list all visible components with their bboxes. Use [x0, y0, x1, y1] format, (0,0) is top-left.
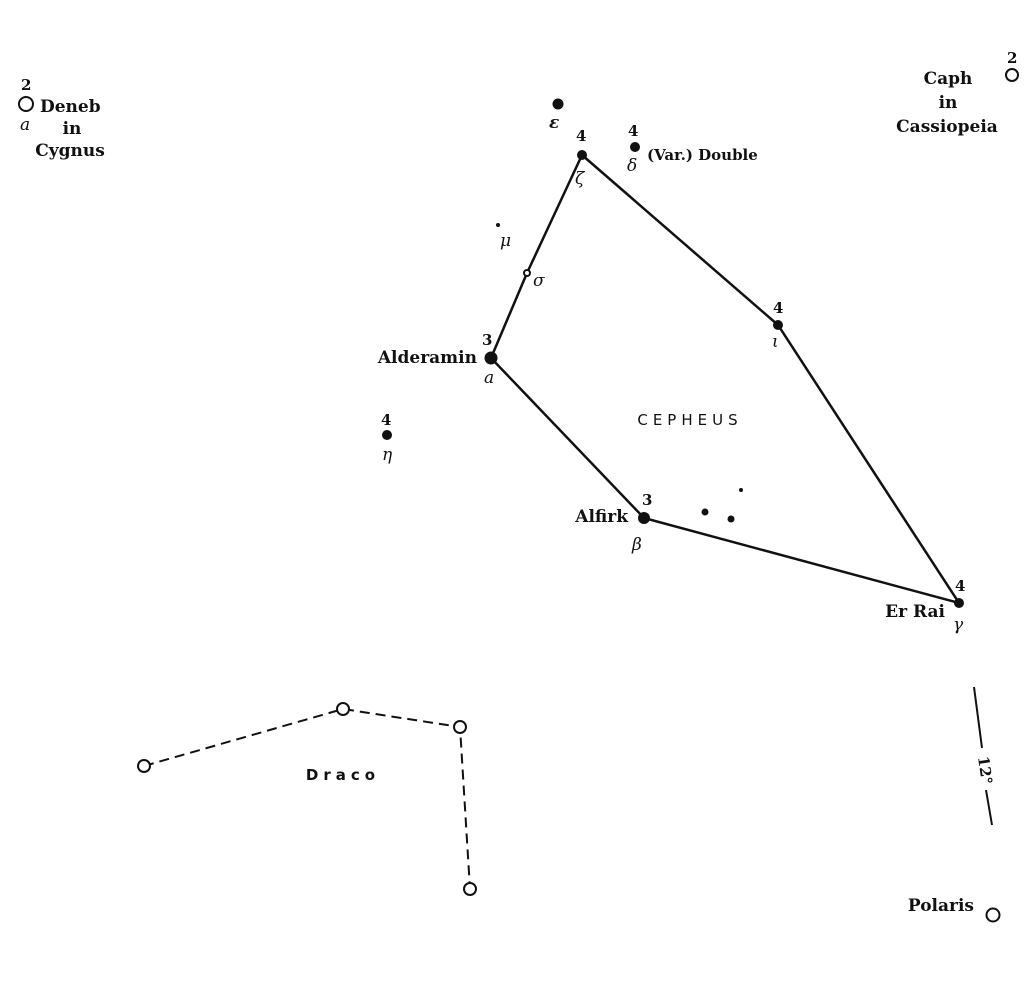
epsilon-greek: ε — [549, 113, 559, 133]
beta-magnitude: 3 — [642, 491, 652, 509]
draco-star — [463, 882, 477, 896]
alpha-magnitude: 3 — [482, 331, 492, 349]
deneb-magnitude: 2 — [21, 76, 31, 94]
gamma-label: Er Rai — [885, 602, 945, 622]
iota-star — [773, 320, 783, 330]
draco-star — [453, 720, 467, 734]
deneb-greek: a — [20, 115, 30, 135]
epsilon-star — [552, 98, 564, 110]
cepheus-outline — [489, 154, 962, 606]
zeta-magnitude: 4 — [576, 127, 586, 145]
delta-greek: δ — [627, 156, 637, 176]
beta-label: Alfirk — [574, 507, 629, 527]
scale-label: 12° — [974, 755, 996, 786]
caph-constellation: Cassiopeia — [896, 117, 998, 137]
draco-outline — [143, 707, 471, 890]
constellation-title: CEPHEUS — [637, 411, 742, 429]
deneb-in: in — [63, 119, 82, 139]
deneb-label: Deneb — [40, 97, 101, 117]
draco-label: Draco — [306, 766, 380, 784]
caph-label: Caph — [924, 69, 973, 89]
zeta-star — [577, 150, 587, 160]
caph-magnitude: 2 — [1007, 49, 1017, 67]
deneb-star — [18, 96, 34, 112]
delta-star — [630, 142, 640, 152]
eta-magnitude: 4 — [381, 411, 391, 429]
mu-star — [496, 223, 500, 227]
beta-greek: β — [631, 535, 642, 555]
polaris-star — [985, 907, 1001, 923]
beta-star — [638, 512, 650, 524]
minor-star — [739, 488, 743, 492]
sigma-greek: σ — [533, 271, 545, 291]
gamma-magnitude: 4 — [955, 577, 965, 595]
minor-star — [727, 515, 735, 523]
gamma-star — [954, 598, 964, 608]
eta-star — [382, 430, 392, 440]
iota-magnitude: 4 — [773, 299, 783, 317]
scale-line-top — [973, 686, 983, 749]
draco-star — [137, 759, 151, 773]
sigma-star — [523, 269, 531, 277]
alpha-label: Alderamin — [377, 348, 477, 368]
deneb-constellation: Cygnus — [35, 141, 105, 161]
mu-greek: μ — [500, 231, 511, 251]
iota-greek: ι — [772, 332, 779, 352]
eta-greek: η — [382, 445, 393, 465]
scale-line-bottom — [985, 789, 993, 826]
caph-star — [1005, 68, 1019, 82]
minor-star — [701, 508, 709, 516]
delta-magnitude: 4 — [628, 122, 638, 140]
zeta-greek: ζ — [575, 169, 586, 189]
caph-in: in — [939, 93, 958, 113]
delta-note: (Var.) Double — [647, 146, 758, 164]
alpha-star — [484, 351, 498, 365]
alpha-greek: a — [484, 368, 494, 388]
draco-star — [336, 702, 350, 716]
gamma-greek: γ — [953, 615, 964, 635]
polaris-label: Polaris — [908, 896, 974, 916]
